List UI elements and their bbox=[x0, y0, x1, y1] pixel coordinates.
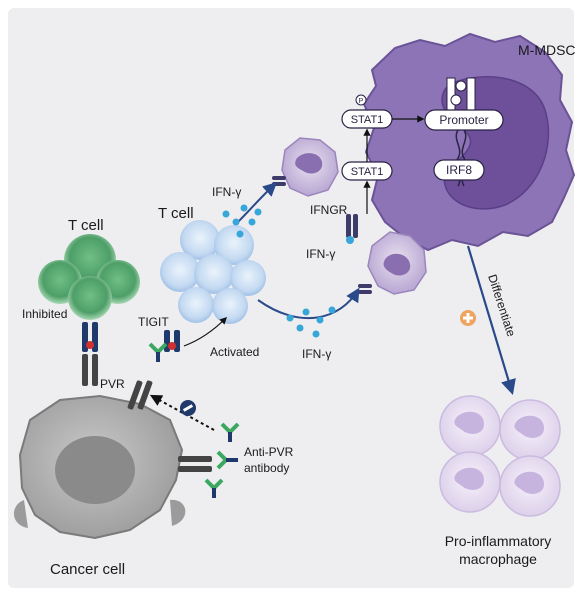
promoter-box bbox=[424, 109, 504, 131]
cancer-cell-label: Cancer cell bbox=[50, 561, 125, 578]
ifng-top-label: IFN-γ bbox=[212, 185, 241, 199]
inhibited-label: Inhibited bbox=[22, 307, 67, 321]
monocyte-receptor bbox=[358, 284, 372, 294]
cancer-nucleus bbox=[55, 436, 135, 504]
pvr-receptor-antibody bbox=[178, 456, 212, 472]
block-minus-icon bbox=[180, 400, 196, 416]
ifng-dots-bottom bbox=[286, 306, 336, 338]
monocyte-bottom bbox=[358, 231, 427, 295]
ifngr-label: IFNGR bbox=[310, 203, 348, 217]
irf8-label: IRF8 bbox=[446, 163, 472, 177]
monocyte-top bbox=[272, 137, 339, 197]
antibody-bound-tigit bbox=[148, 342, 168, 362]
inhibited-tcell-cluster bbox=[38, 234, 140, 320]
differentiate-arrow bbox=[466, 245, 516, 395]
cancer-bleb bbox=[170, 499, 186, 526]
plus-icon bbox=[460, 310, 476, 326]
inhibited-tcell-label: T cell bbox=[68, 217, 104, 234]
stat1-top-label: STAT1 bbox=[351, 114, 384, 126]
macrophage bbox=[499, 455, 561, 517]
pvr-label: PVR bbox=[100, 377, 125, 391]
mdsc-cell: M-MDSC Promoter IRF8 STAT1 P STAT1 bbox=[341, 32, 576, 252]
macrophage bbox=[439, 395, 501, 457]
tcell-to-monocyte-bottom-arrow bbox=[257, 287, 360, 320]
activation-arrow bbox=[183, 316, 228, 347]
stat1-bottom-label: STAT1 bbox=[351, 166, 384, 178]
phospho-icon bbox=[450, 80, 467, 106]
cancer-bleb bbox=[13, 500, 28, 528]
tcell-to-monocyte-top-arrow bbox=[235, 182, 278, 225]
ifng-receptor-label: IFN-γ bbox=[306, 247, 335, 261]
tigit-label: TIGIT bbox=[138, 315, 169, 329]
ifng-dots-top bbox=[222, 204, 262, 238]
macrophage-label-line1: Pro-inflammatory bbox=[445, 533, 552, 549]
phospho-icon: P bbox=[355, 94, 367, 106]
antibody-label-line1: Anti-PVR bbox=[244, 445, 294, 459]
macrophage-label-line2: macrophage bbox=[459, 551, 537, 567]
macrophage bbox=[439, 451, 501, 513]
cancer-cell bbox=[13, 394, 186, 540]
ifng-bottom-label: IFN-γ bbox=[302, 347, 331, 361]
anti-pvr-antibody bbox=[220, 422, 240, 442]
irf8-box bbox=[433, 159, 485, 181]
phospho-label: P bbox=[359, 98, 364, 105]
macrophage bbox=[499, 399, 561, 461]
anti-pvr-antibody bbox=[204, 478, 224, 498]
anti-pvr-antibody bbox=[216, 450, 238, 470]
active-tcell-label: T cell bbox=[158, 205, 194, 222]
active-tcell-cluster bbox=[160, 220, 266, 324]
promoter-label: Promoter bbox=[439, 113, 488, 127]
mdsc-label: M-MDSC bbox=[518, 42, 576, 58]
activated-label: Activated bbox=[210, 345, 259, 359]
antibody-label-line2: antibody bbox=[244, 461, 289, 475]
macrophage-cluster bbox=[439, 395, 561, 517]
tigit-receptor-inhibited bbox=[82, 322, 98, 386]
ifngr-receptor bbox=[346, 214, 358, 244]
pvr-receptor bbox=[127, 380, 153, 410]
